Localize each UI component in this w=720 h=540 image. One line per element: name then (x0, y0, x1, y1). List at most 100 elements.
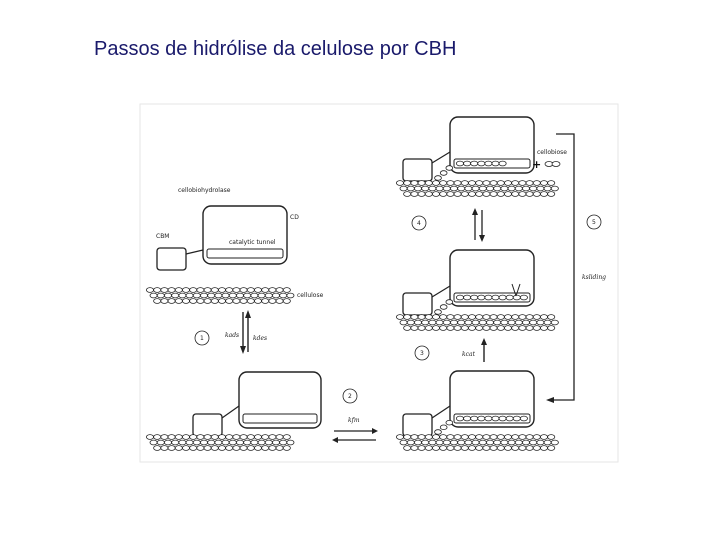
glucose-unit (512, 446, 519, 451)
glucose-unit (497, 181, 504, 186)
glucose-unit (425, 326, 432, 331)
glucose-unit (530, 320, 537, 325)
glucose-unit (533, 315, 540, 320)
glucose-unit (490, 435, 497, 440)
cbm-domain (403, 293, 432, 315)
glucose-unit (504, 315, 511, 320)
cbm-domain (193, 414, 222, 436)
glucose-unit (533, 446, 540, 451)
glucose-unit (465, 186, 472, 191)
glucose-unit (407, 440, 414, 445)
glucose-unit (508, 320, 515, 325)
glucose-unit (519, 315, 526, 320)
glucose-unit (262, 288, 269, 293)
glucose-unit (456, 161, 463, 166)
glucose-unit (146, 288, 153, 293)
glucose-unit (447, 326, 454, 331)
glucose-unit (494, 440, 501, 445)
glucose-unit (432, 326, 439, 331)
glucose-unit (465, 320, 472, 325)
glucose-unit (526, 192, 533, 197)
glucose-unit (485, 416, 492, 421)
glucose-unit (497, 315, 504, 320)
glucose-unit (432, 192, 439, 197)
glucose-unit (218, 288, 225, 293)
glucose-unit (436, 186, 443, 191)
glucose-unit (429, 186, 436, 191)
glucose-unit (182, 288, 189, 293)
glucose-unit (446, 420, 453, 425)
glucose-unit (254, 435, 261, 440)
glucose-unit (287, 293, 294, 298)
glucose-unit (530, 440, 537, 445)
plus-sign: + (532, 158, 541, 171)
glucose-unit (548, 326, 555, 331)
glucose-unit (490, 446, 497, 451)
glucose-unit (435, 430, 442, 435)
glucose-unit (200, 440, 207, 445)
glucose-unit (486, 440, 493, 445)
glucose-unit (226, 299, 233, 304)
glucose-unit (161, 435, 168, 440)
glucose-unit (519, 435, 526, 440)
glucose-unit (222, 293, 229, 298)
glucose-unit (247, 446, 254, 451)
glucose-unit (478, 295, 485, 300)
glucose-unit (186, 293, 193, 298)
glucose-unit (157, 440, 164, 445)
glucose-unit (197, 435, 204, 440)
glucose-unit (283, 446, 290, 451)
glucose-unit (247, 299, 254, 304)
glucose-unit (526, 326, 533, 331)
glucose-unit (276, 288, 283, 293)
glucose-unit (429, 320, 436, 325)
step-1-number: 1 (200, 335, 204, 342)
glucose-unit (443, 320, 450, 325)
glucose-unit (193, 293, 200, 298)
glucose-unit (492, 161, 499, 166)
glucose-unit (283, 299, 290, 304)
glucose-unit (461, 446, 468, 451)
glucose-unit (456, 416, 463, 421)
glucose-unit (407, 186, 414, 191)
glucose-unit (476, 326, 483, 331)
cbm-domain (157, 248, 186, 270)
glucose-unit (172, 293, 179, 298)
glucose-unit (497, 446, 504, 451)
glucose-unit (461, 435, 468, 440)
glucose-unit (400, 320, 407, 325)
glucose-unit (479, 186, 486, 191)
glucose-unit (404, 192, 411, 197)
glucose-unit (468, 181, 475, 186)
glucose-unit (479, 320, 486, 325)
glucose-unit (240, 299, 247, 304)
glucose-unit (461, 326, 468, 331)
glucose-unit (414, 186, 421, 191)
glucose-unit (492, 295, 499, 300)
glucose-unit (204, 435, 211, 440)
glucose-unit (233, 288, 240, 293)
glucose-unit (262, 299, 269, 304)
glucose-unit (476, 192, 483, 197)
glucose-unit (540, 181, 547, 186)
glucose-unit (247, 435, 254, 440)
glucose-unit (520, 295, 527, 300)
glucose-unit (175, 288, 182, 293)
glucose-unit (161, 446, 168, 451)
glucose-unit (164, 440, 171, 445)
glucose-unit (440, 326, 447, 331)
glucose-unit (504, 435, 511, 440)
glucose-unit (537, 320, 544, 325)
cbm-domain (403, 414, 432, 436)
glucose-unit (435, 176, 442, 181)
glucose-unit (283, 288, 290, 293)
glucose-unit (172, 440, 179, 445)
glucose-unit (254, 288, 261, 293)
glucose-unit (478, 416, 485, 421)
glucose-unit (226, 446, 233, 451)
glucose-unit (168, 299, 175, 304)
glucose-unit (504, 181, 511, 186)
glucose-unit (483, 326, 490, 331)
glucose-unit (464, 295, 471, 300)
glucose-unit (526, 315, 533, 320)
